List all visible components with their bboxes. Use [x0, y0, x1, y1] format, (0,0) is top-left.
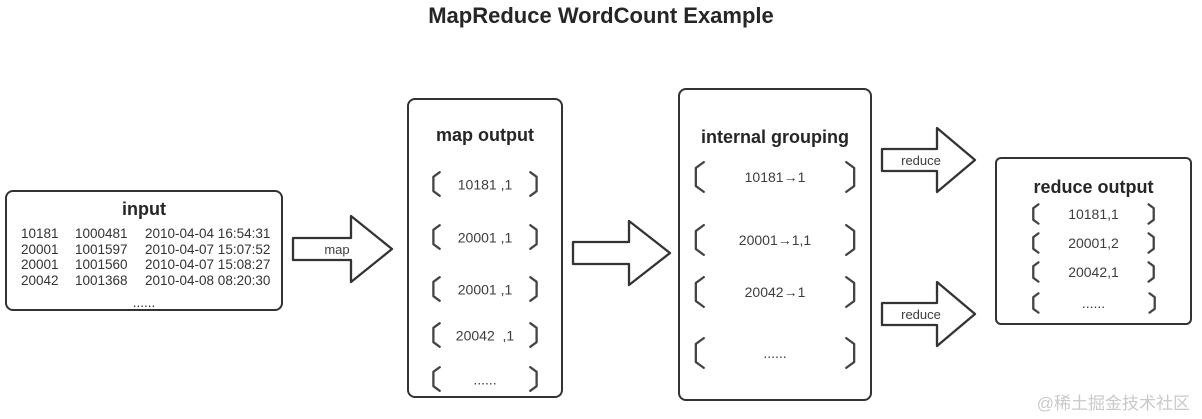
kv-pair: 20001→1,1 — [691, 223, 859, 257]
reduce-arrow-bottom-label: reduce — [901, 307, 941, 322]
kv-pair: 20042,1 — [1029, 261, 1159, 283]
kv-pair: 20001,2 — [1029, 232, 1159, 254]
kv-pair: ...... — [1029, 292, 1159, 314]
input-row: 10181 1000481 2010-04-04 16:54:31 — [21, 226, 271, 241]
right-bracket-icon — [844, 275, 859, 309]
map-output-title: map output — [436, 125, 534, 145]
input-table: 10181 1000481 2010-04-04 16:54:31 20001 … — [21, 226, 277, 288]
reduce-arrow-top-label: reduce — [901, 153, 941, 168]
kv-pair: 10181,1 — [1029, 203, 1159, 225]
right-bracket-icon — [528, 322, 541, 349]
reduce-output-title: reduce output — [1033, 177, 1154, 197]
input-box-title: input — [122, 199, 166, 219]
right-bracket-icon — [528, 171, 541, 198]
left-bracket-icon — [429, 171, 442, 198]
right-bracket-icon — [844, 336, 859, 370]
internal-grouping-title: internal grouping — [701, 127, 849, 147]
reduce-output-box: reduce output 10181,1 20001,2 20042,1 ..… — [995, 157, 1192, 325]
kv-pair: 20042→1 — [691, 275, 859, 309]
left-bracket-icon — [1029, 261, 1041, 283]
left-bracket-icon — [1029, 292, 1041, 314]
watermark: @稀土掘金技术社区 — [1036, 394, 1190, 413]
right-bracket-icon — [528, 366, 541, 393]
input-row: 20001 1001597 2010-04-07 15:07:52 — [21, 241, 271, 257]
right-bracket-icon — [844, 160, 859, 194]
map-arrow: map — [291, 214, 394, 284]
diagram-title: MapReduce WordCount Example — [428, 3, 774, 28]
left-bracket-icon — [429, 224, 442, 251]
kv-pair: 10181 ,1 — [429, 171, 541, 198]
input-row: 20042 1001368 2010-04-08 08:20:30 — [21, 272, 271, 288]
right-bracket-icon — [1146, 232, 1158, 254]
right-bracket-icon — [1147, 292, 1159, 314]
right-bracket-icon — [528, 276, 541, 303]
reduce-arrow-bottom: reduce — [880, 280, 977, 348]
kv-pair: ...... — [691, 336, 859, 370]
left-bracket-icon — [429, 366, 442, 393]
input-box: input 10181 1000481 2010-04-04 16:54:31 … — [5, 190, 283, 311]
left-bracket-icon — [1029, 203, 1041, 225]
right-bracket-icon — [844, 223, 859, 257]
kv-pair: 10181→1 — [691, 160, 859, 194]
left-bracket-icon — [429, 322, 442, 349]
map-arrow-label: map — [324, 242, 349, 257]
right-bracket-icon — [1146, 203, 1158, 225]
kv-pair: 20001 ,1 — [429, 224, 541, 251]
kv-pair: ...... — [429, 366, 541, 393]
flow-arrow — [571, 219, 672, 287]
input-row: 20001 1001560 2010-04-07 15:08:27 — [21, 257, 271, 272]
left-bracket-icon — [691, 223, 706, 257]
map-output-box: map output 10181 ,1 20001 ,1 20001 ,1 20… — [407, 98, 563, 398]
right-bracket-icon — [528, 224, 541, 251]
kv-pair: 20042 ,1 — [429, 322, 541, 349]
right-bracket-icon — [1146, 261, 1158, 283]
reduce-arrow-top: reduce — [880, 126, 977, 194]
left-bracket-icon — [691, 275, 706, 309]
input-ellipsis: ...... — [132, 295, 156, 310]
kv-pair: 20001 ,1 — [429, 276, 541, 303]
left-bracket-icon — [429, 276, 442, 303]
internal-grouping-box: internal grouping 10181→1 20001→1,1 2004… — [678, 88, 872, 401]
left-bracket-icon — [691, 160, 706, 194]
left-bracket-icon — [1029, 232, 1041, 254]
left-bracket-icon — [691, 336, 706, 370]
